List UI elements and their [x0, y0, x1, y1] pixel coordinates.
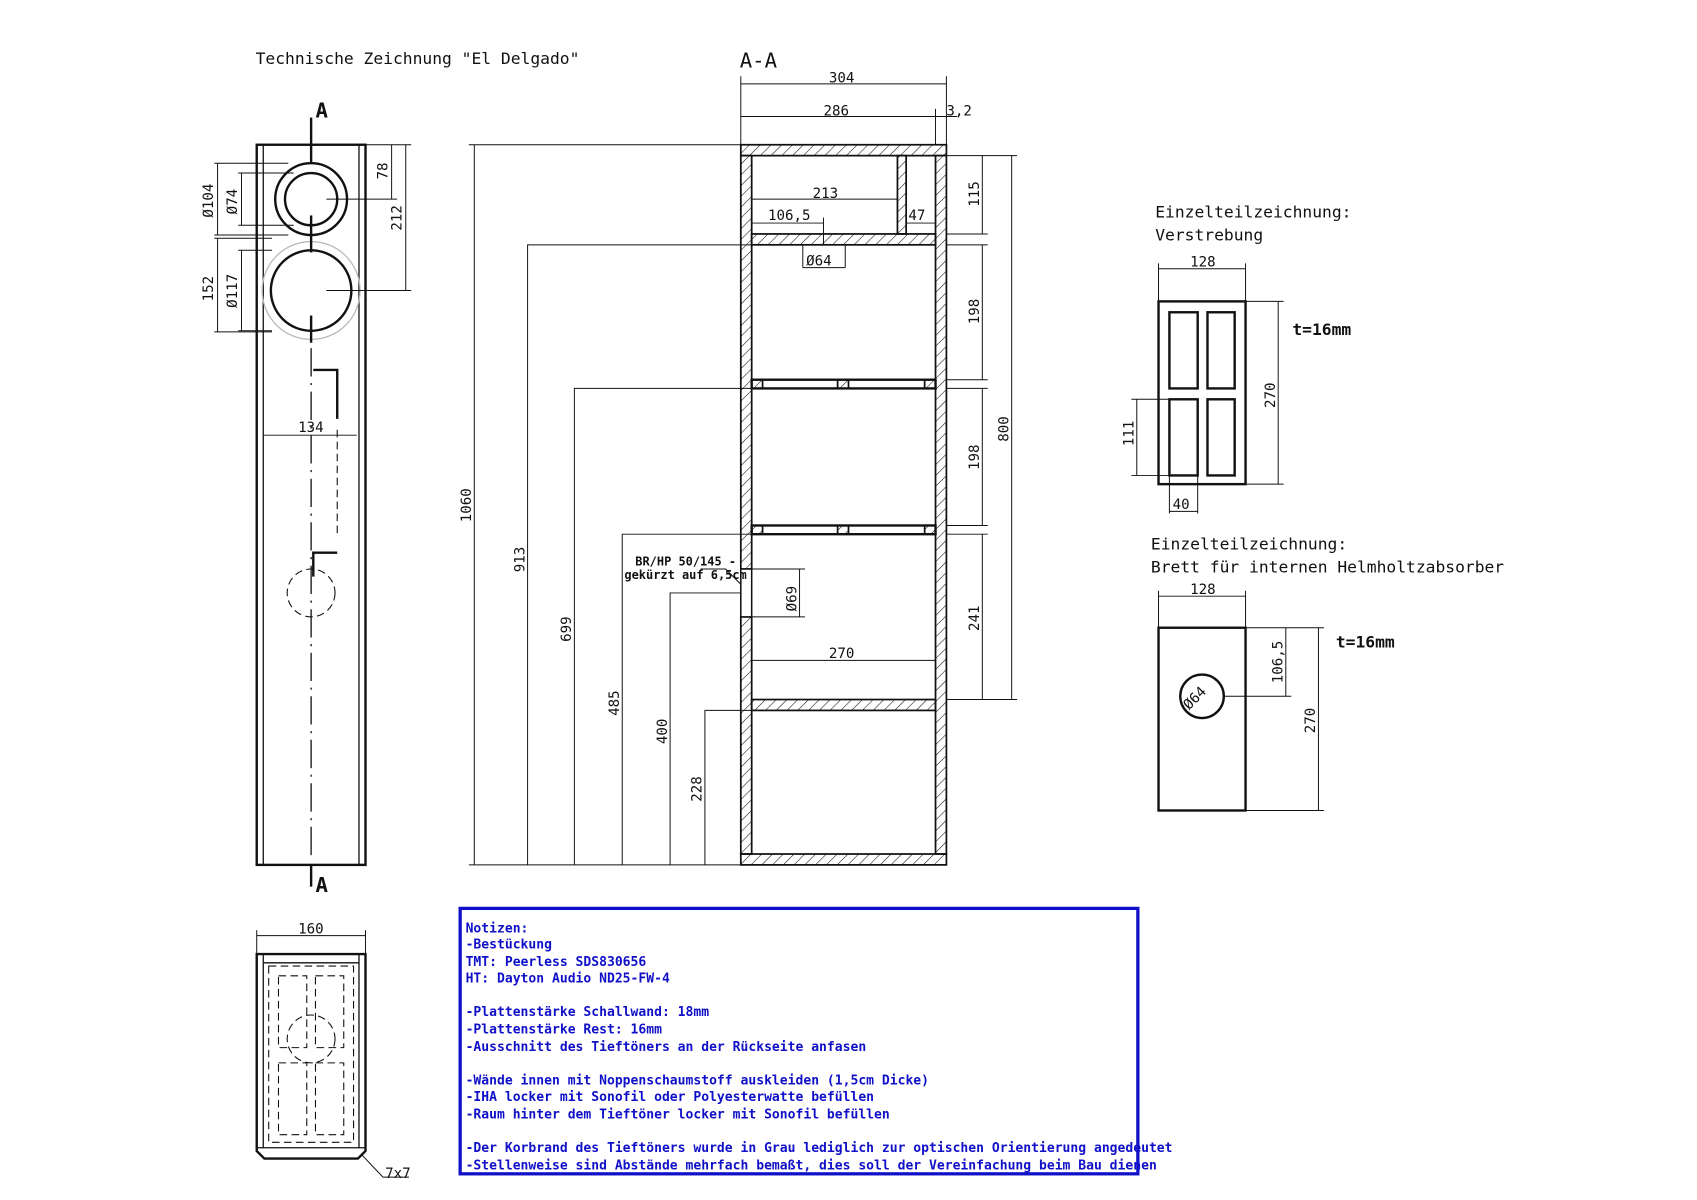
- front-view: A A Ø104 Ø74 78 212 152 Ø117 134: [201, 99, 412, 897]
- note-line: -IHA locker mit Sonofil oder Polyesterwa…: [466, 1090, 874, 1105]
- dim-d64: Ø64: [806, 253, 832, 269]
- dim-78: 78: [375, 163, 391, 180]
- dim-304: 304: [829, 71, 855, 87]
- brace-thickness: t=16mm: [1292, 320, 1351, 339]
- bottom-view: 160 7x7: [255, 921, 411, 1182]
- dim-134: 134: [298, 420, 324, 436]
- dim-800: 800: [996, 416, 1012, 442]
- note-line: TMT: Peerless SDS830656: [466, 955, 647, 970]
- dim-213: 213: [813, 186, 839, 202]
- port-hidden-circle: [286, 568, 336, 618]
- dim-47: 47: [908, 208, 925, 224]
- helmholtz-title-line2: Brett für internen Helmholtzabsorber: [1151, 557, 1504, 576]
- note-line: -Plattenstärke Schallwand: 18mm: [466, 1005, 710, 1020]
- dim-d69: Ø69: [784, 586, 800, 612]
- dim-270: 270: [829, 646, 855, 662]
- note-line: -Ausschnitt des Tieftöners an der Rückse…: [466, 1040, 867, 1055]
- dim-699: 699: [559, 616, 575, 642]
- brace-dim-270: 270: [1263, 382, 1279, 408]
- dim-212: 212: [389, 205, 405, 231]
- detail-brace: Einzelteilzeichnung: Verstrebung 128 270…: [1122, 203, 1351, 514]
- helmholtz-dim-270: 270: [1303, 708, 1319, 734]
- helmholtz-dim-128: 128: [1190, 582, 1216, 598]
- note-line: -Stellenweise sind Abstände mehrfach bem…: [466, 1158, 1157, 1173]
- port-note-line1: BR/HP 50/145 -: [635, 555, 736, 569]
- section-marker-bottom: A: [315, 873, 328, 897]
- brace-dim-128: 128: [1190, 255, 1216, 271]
- dim-198-upper: 198: [967, 299, 983, 325]
- dim-913: 913: [512, 547, 528, 573]
- notes-box: Notizen: -Bestückung TMT: Peerless SDS83…: [458, 906, 1173, 1176]
- dim-d104: Ø104: [201, 184, 217, 218]
- dim-241: 241: [967, 605, 983, 631]
- note-line: Notizen:: [466, 921, 529, 936]
- dim-485: 485: [607, 690, 623, 716]
- dim-d74: Ø74: [225, 189, 241, 215]
- dim-286: 286: [823, 103, 849, 119]
- port-note-line2: gekürzt auf 6,5cm: [624, 568, 746, 582]
- bottom-dim-160: 160: [298, 921, 324, 937]
- chamfer-label: 7x7: [385, 1166, 411, 1182]
- dim-400: 400: [655, 719, 671, 745]
- note-line: -Wände innen mit Noppenschaumstoff auskl…: [466, 1074, 929, 1089]
- brace-title-line1: Einzelteilzeichnung:: [1155, 203, 1351, 222]
- brace-title-line2: Verstrebung: [1155, 225, 1263, 244]
- brace-dim-111: 111: [1122, 421, 1138, 447]
- note-line: -Bestückung: [466, 938, 552, 953]
- brace-dim-40: 40: [1173, 497, 1190, 513]
- section-marker-top: A: [315, 99, 328, 123]
- drawing-title: Technische Zeichnung "El Delgado": [256, 49, 580, 68]
- dim-152: 152: [201, 276, 217, 302]
- helmholtz-dim-106-5: 106,5: [1271, 641, 1287, 684]
- note-line: -Plattenstärke Rest: 16mm: [466, 1022, 663, 1037]
- helmholtz-thickness: t=16mm: [1336, 632, 1395, 651]
- note-line: HT: Dayton Audio ND25-FW-4: [466, 971, 670, 986]
- section-label: A-A: [740, 49, 778, 73]
- detail-helmholtz-board: Einzelteilzeichnung: Brett für internen …: [1151, 534, 1504, 812]
- dim-d117: Ø117: [225, 274, 241, 308]
- dim-106-5: 106,5: [768, 208, 811, 224]
- note-line: -Raum hinter dem Tieftöner locker mit So…: [466, 1107, 890, 1122]
- dim-1060: 1060: [459, 488, 475, 522]
- section-view: A-A 304 286 3,2 213 106,5 47 Ø64 115 198…: [459, 49, 1018, 866]
- dim-228: 228: [690, 776, 706, 802]
- dim-115: 115: [967, 181, 983, 207]
- helmholtz-title-line1: Einzelteilzeichnung:: [1151, 534, 1347, 553]
- dim-3-2: 3,2: [946, 103, 972, 119]
- note-line: -Der Korbrand des Tieftöners wurde in Gr…: [466, 1141, 1173, 1156]
- dim-198-lower: 198: [967, 444, 983, 470]
